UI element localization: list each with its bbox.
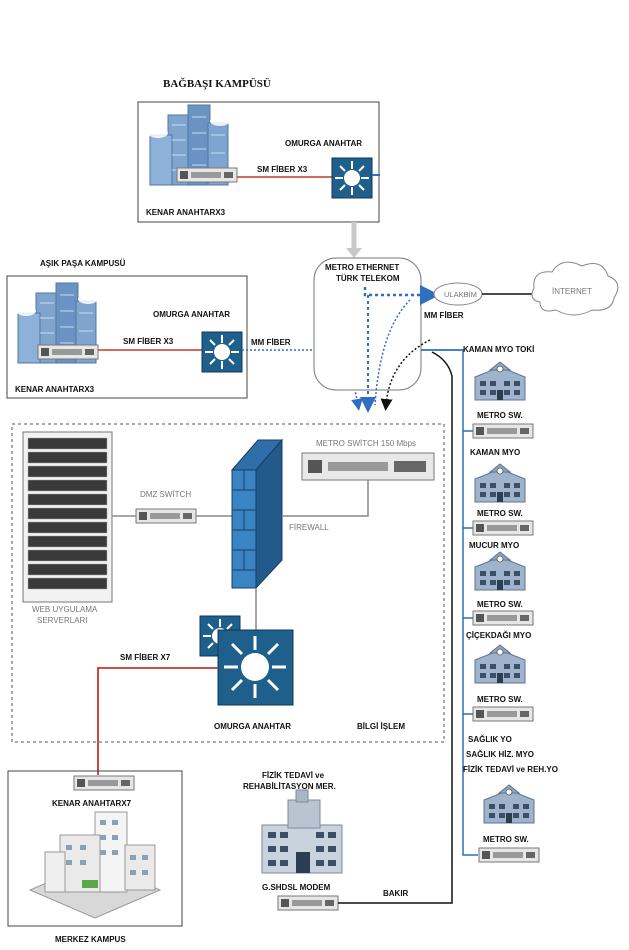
remote-site-1-title: KAMAN MYO TOKİ: [463, 345, 534, 354]
asikpasa-link-label: SM FİBER X3: [123, 337, 174, 346]
asikpasa-title: AŞIK PAŞA KAMPUSÜ: [40, 259, 126, 268]
asikpasa-core-label: OMURGA ANAHTAR: [153, 310, 230, 319]
saglik-line2: SAĞLIK HİZ. MYO: [466, 750, 534, 759]
bagbasi-frame: [137, 101, 380, 223]
fizik-modem-icon: [277, 895, 339, 911]
bilgi-islem-frame: [11, 423, 445, 743]
remote-site-4-switch-icon: [472, 706, 534, 722]
internet-label: İNTERNET: [552, 287, 592, 296]
asikpasa-edge-switch-icon: [37, 344, 99, 360]
remote-site-1-building-icon: [474, 361, 526, 401]
bagbasi-core-label: OMURGA ANAHTAR: [285, 139, 362, 148]
saglik-building-icon: [483, 784, 535, 824]
asikpasa-mm-label: MM FİBER: [251, 338, 291, 347]
metro-ethernet-frame: [313, 257, 422, 391]
web-servers-line1: WEB UYGULAMA: [32, 605, 98, 614]
bagbasi-link-label: SM FİBER X3: [257, 165, 308, 174]
firewall-metro-link: [282, 480, 369, 517]
core-sm-label: SM FİBER X7: [120, 653, 171, 662]
remote-site-2-sw: METRO SW.: [477, 509, 523, 518]
dmz-switch-label: DMZ SWİTCH: [140, 490, 191, 499]
bilgi-islem-label: BİLGİ İŞLEM: [357, 722, 405, 731]
asikpasa-core-switch-icon: [201, 331, 243, 373]
firewall-label: FİREWALL: [289, 523, 329, 532]
metro-mm-label: MM FİBER: [424, 311, 464, 320]
metro-switch-label: METRO SWİTCH 150 Mbps: [316, 439, 416, 448]
web-servers-line2: SERVERLARI: [37, 616, 88, 625]
remote-site-4-sw: METRO SW.: [477, 695, 523, 704]
remote-site-4-building-icon: [474, 644, 526, 684]
remote-site-3-switch-icon: [472, 610, 534, 626]
fizik-modem-label: G.SHDSL MODEM: [262, 883, 331, 892]
merkez-edge-label: KENAR ANAHTARX7: [52, 799, 132, 808]
remote-site-4-title: ÇİÇEKDAĞI MYO: [466, 631, 531, 640]
saglik-switch-icon: [478, 847, 540, 863]
merkez-title: MERKEZ KAMPUS: [55, 935, 126, 944]
bagbasi-edge-label: KENAR ANAHTARX3: [146, 208, 226, 217]
asikpasa-frame: [6, 275, 248, 399]
remote-backbone-link: [421, 349, 478, 856]
remote-site-3-building-icon: [474, 551, 526, 591]
metro-inner-link: [374, 299, 411, 406]
merkez-edge-switch-icon: [73, 775, 135, 791]
metro-to-ulakbim-link: [363, 285, 440, 305]
metro-line1: METRO ETHERNET: [325, 263, 399, 272]
saglik-sw: METRO SW.: [483, 835, 529, 844]
remote-site-3-sw: METRO SW.: [477, 600, 523, 609]
firewall-icon: [230, 438, 284, 590]
ulakbim-label: ULAKBİM: [444, 290, 477, 299]
main-core-label: OMURGA ANAHTAR: [214, 722, 291, 731]
bagbasi-core-switch-icon: [331, 157, 373, 199]
remote-site-3-title: MUCUR MYO: [469, 541, 519, 550]
dmz-switch-icon: [135, 508, 197, 524]
remote-return-link: [380, 339, 431, 411]
bagbasi-edge-switch-icon: [176, 167, 238, 183]
remote-site-2-building-icon: [474, 463, 526, 503]
saglik-line3: FİZİK TEDAVİ ve REH.YO: [463, 765, 558, 774]
merkez-frame: [7, 770, 183, 927]
saglik-line1: SAĞLIK YO: [468, 735, 512, 744]
fizik-building-icon: [261, 789, 343, 874]
asikpasa-edge-label: KENAR ANAHTARX3: [15, 385, 95, 394]
remote-site-1-switch-icon: [472, 423, 534, 439]
remote-site-1-sw: METRO SW.: [477, 411, 523, 420]
internet-cloud-icon: [531, 261, 619, 316]
metro-line2: TÜRK TELEKOM: [336, 274, 400, 283]
remote-site-2-switch-icon: [472, 520, 534, 536]
merkez-building-icon: [28, 811, 162, 919]
fizik-line1: FİZİK TEDAVİ ve: [262, 771, 325, 780]
fizik-link-label: BAKIR: [383, 889, 409, 898]
main-core-switch-body: [217, 629, 294, 706]
bagbasi-title: BAĞBAŞI KAMPÜSÜ: [163, 77, 271, 90]
fizik-line2: REHABİLİTASYON MER.: [243, 782, 336, 791]
core-to-merkez-link: [97, 667, 218, 775]
remote-site-2-title: KAMAN MYO: [470, 448, 520, 457]
fizik-copper-link: [338, 351, 453, 904]
